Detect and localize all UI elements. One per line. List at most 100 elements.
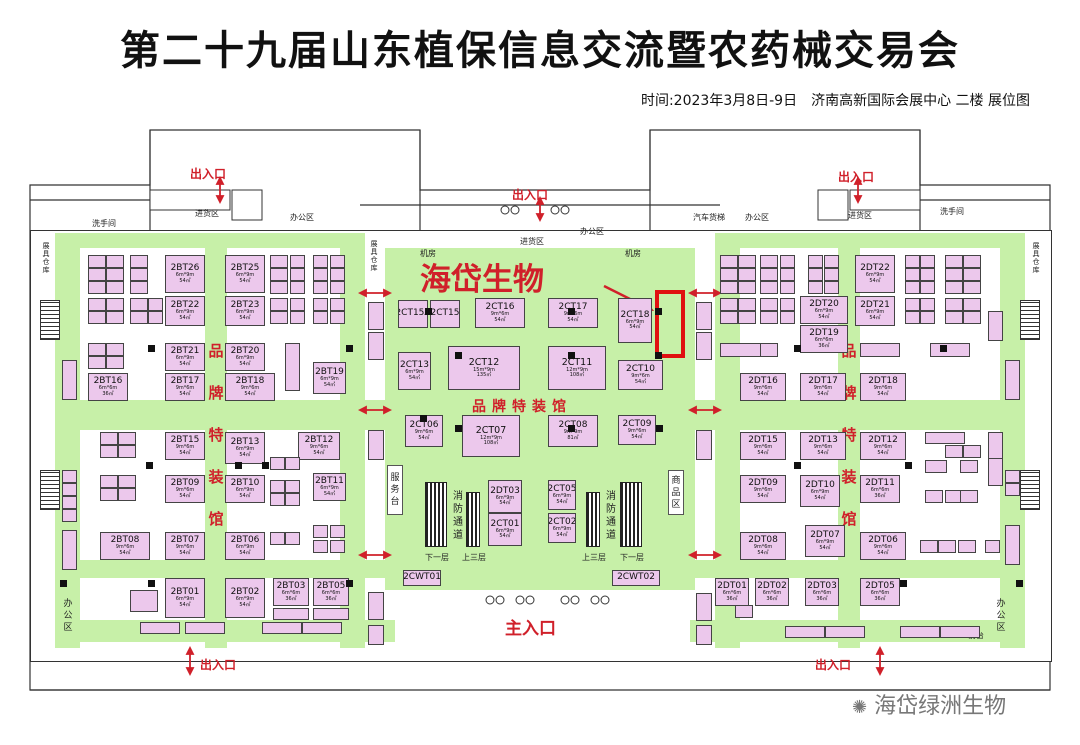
booth-size: 9m*6m: [753, 444, 773, 451]
small-booth: [720, 311, 738, 324]
small-booth: [313, 540, 328, 553]
booth-area: 54㎡: [567, 316, 579, 323]
small-booth: [920, 255, 935, 268]
small-booth: [62, 470, 77, 483]
booth-size: 6m*6m: [321, 590, 341, 597]
booth-area: 54㎡: [817, 390, 829, 397]
pillar: [568, 425, 575, 432]
small-booth: [330, 540, 345, 553]
small-booth: [960, 490, 978, 503]
down-one-right: 下一层: [620, 553, 644, 562]
small-booth: [330, 268, 345, 281]
pillar: [655, 308, 662, 315]
booth-area: 54㎡: [313, 449, 325, 456]
small-booth: [285, 343, 300, 391]
booth-size: 6m*9m: [815, 539, 835, 546]
booth-size: 6m*9m: [175, 309, 195, 316]
office-right: 办公区: [745, 213, 769, 222]
small-booth: [185, 622, 225, 634]
booth-id: 2CT05: [548, 484, 576, 495]
booth-id: 2DT18: [868, 376, 898, 387]
small-booth: [270, 480, 285, 493]
small-booth: [945, 281, 963, 294]
storage-left: 展具仓库: [42, 242, 50, 274]
small-booth: [824, 281, 839, 294]
shop-area: 商品区: [668, 470, 684, 515]
booth-size: 9m*6m: [873, 385, 893, 392]
small-booth: [270, 532, 285, 545]
booth-size: 6m*9m: [625, 318, 645, 325]
booth-size: 9m*6m: [813, 444, 833, 451]
pillar: [420, 415, 427, 422]
small-booth: [290, 255, 305, 268]
car-lift: 汽车货梯: [693, 213, 725, 222]
small-booth: [106, 268, 124, 281]
booth-id: 2DT03: [490, 485, 520, 496]
small-booth: [313, 298, 328, 311]
pillar: [425, 308, 432, 315]
booth-area: 54㎡: [869, 277, 881, 284]
booth-2ct15: 2CT15: [430, 300, 460, 328]
small-booth: [270, 493, 285, 506]
small-booth: [905, 311, 920, 324]
pillar: [148, 580, 155, 587]
booth-size: 6m*9m: [865, 309, 885, 316]
small-booth: [780, 311, 795, 324]
office-bottom-left: 办公区: [63, 599, 73, 633]
booth-size: 6m*9m: [405, 369, 424, 376]
booth-area: 54㎡: [408, 374, 421, 381]
booth-id: 2BT26: [170, 263, 200, 274]
small-booth: [130, 268, 148, 281]
booth-id: 2BT11: [315, 476, 344, 487]
pillar: [794, 345, 801, 352]
down-one-left: 下一层: [425, 553, 449, 562]
small-booth: [106, 356, 124, 369]
booth-id: 2BT20: [230, 346, 260, 357]
booth-area: 54㎡: [179, 549, 191, 556]
stairs-right-top: [1020, 300, 1040, 340]
small-booth: [313, 311, 328, 324]
booth-size: 6m*9m: [552, 493, 572, 500]
booth-id: 2CT06: [409, 420, 439, 431]
booth-2ct15a: 2CT15A: [398, 300, 428, 328]
booth-size: 9m*6m: [175, 385, 195, 392]
pillar: [455, 352, 462, 359]
office-bottom-right: 办公区: [996, 599, 1006, 633]
small-booth: [920, 540, 938, 553]
small-booth: [738, 255, 756, 268]
booth-area: 36㎡: [816, 595, 828, 602]
small-booth: [696, 302, 712, 330]
booth-id: 2CWT02: [617, 572, 655, 583]
booth-id: 2DT03: [807, 581, 837, 592]
small-booth: [785, 626, 825, 638]
small-booth: [262, 622, 302, 634]
small-booth: [905, 255, 920, 268]
small-booth: [905, 298, 920, 311]
booth-area: 54㎡: [179, 601, 191, 608]
pillar: [1016, 580, 1023, 587]
small-booth: [900, 626, 940, 638]
booth-size: 12m*9m: [566, 366, 588, 373]
booth-area: 81㎡: [567, 434, 579, 441]
booth-area: 54㎡: [757, 492, 769, 499]
booth-area: 54㎡: [179, 449, 191, 456]
small-booth: [368, 430, 384, 460]
small-booth: [88, 343, 106, 356]
booth-id: 2BT06: [230, 535, 260, 546]
booth-size: 9m*6m: [115, 544, 135, 551]
